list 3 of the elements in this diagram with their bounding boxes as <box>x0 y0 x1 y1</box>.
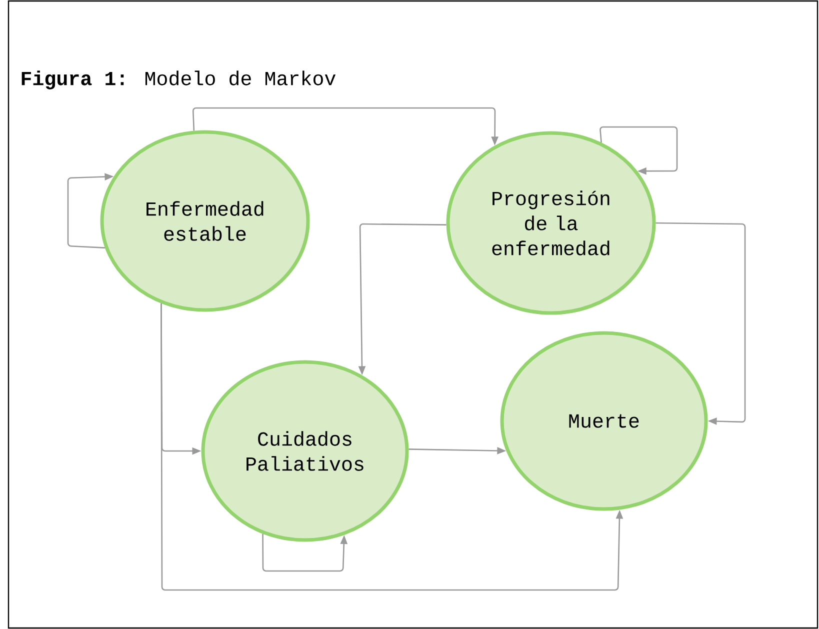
figure-title: Figura 1: Modelo de Markov <box>22 70 336 90</box>
arrow <box>656 222 746 425</box>
arrow <box>600 126 678 175</box>
